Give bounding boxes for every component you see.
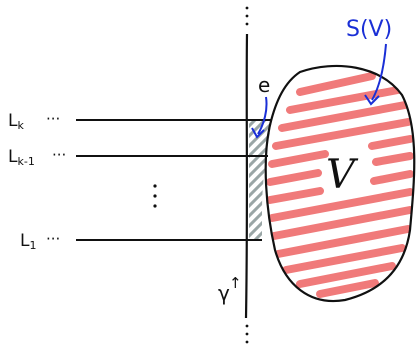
label-l1: L1 bbox=[20, 231, 36, 252]
region-hatch bbox=[266, 72, 414, 298]
edge-pointer bbox=[257, 96, 268, 135]
label-lk-minus-1-dots: ··· bbox=[52, 146, 66, 164]
label-boundary: S(V) bbox=[346, 17, 392, 42]
curve-gamma bbox=[244, 33, 249, 319]
label-curve-arrow: ↑ bbox=[229, 274, 242, 292]
boundary-pointer-head bbox=[364, 94, 380, 106]
edge-pointer-head bbox=[251, 127, 265, 139]
top-dots bbox=[245, 6, 249, 26]
label-region: V bbox=[326, 152, 359, 198]
boundary-pointer bbox=[371, 43, 387, 101]
label-lk-minus-1: Lk-1 bbox=[8, 147, 35, 168]
vertical-ellipsis bbox=[153, 184, 157, 208]
label-lk-dots: ··· bbox=[46, 110, 60, 128]
label-lk: Lk bbox=[8, 111, 24, 132]
label-l1-dots: ··· bbox=[46, 230, 60, 248]
bottom-dots bbox=[245, 324, 249, 344]
label-edge: e bbox=[258, 73, 270, 97]
label-curve: γ bbox=[218, 281, 230, 305]
region-boundary bbox=[264, 64, 416, 303]
